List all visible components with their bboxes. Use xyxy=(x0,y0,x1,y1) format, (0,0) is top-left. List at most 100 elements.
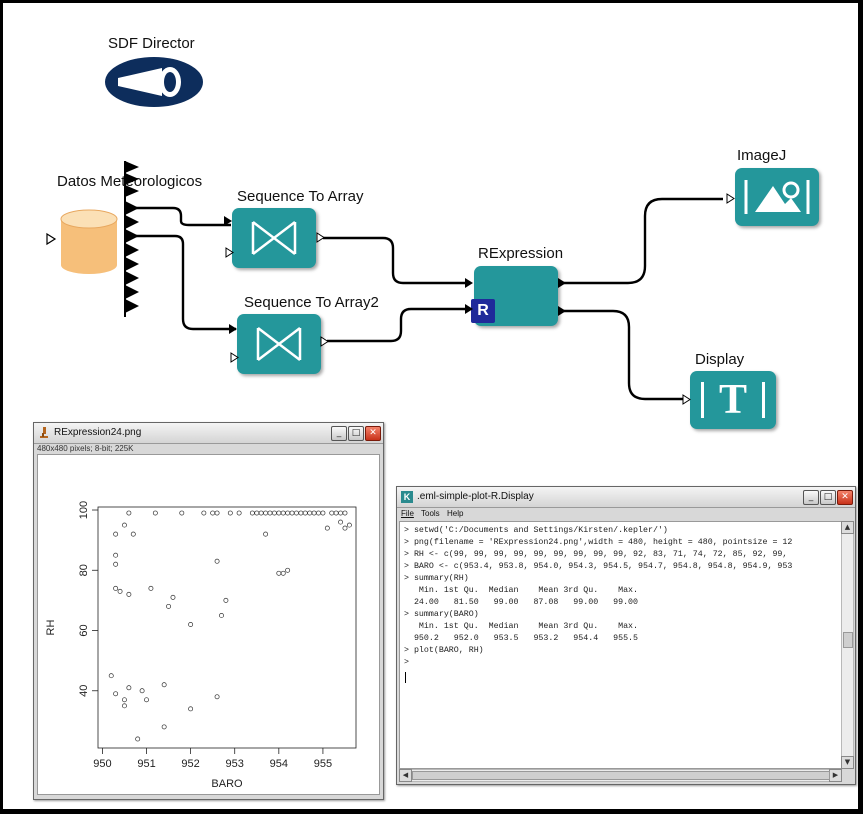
data-point xyxy=(342,525,348,531)
data-point xyxy=(148,585,154,591)
minimize-button[interactable]: _ xyxy=(331,426,347,441)
data-point xyxy=(210,510,216,516)
scroll-down-icon[interactable]: ▼ xyxy=(841,756,854,769)
data-point xyxy=(214,694,220,700)
rexpr-output2-port-icon xyxy=(558,306,566,316)
source-actor[interactable] xyxy=(43,161,139,317)
kepler-icon: K xyxy=(401,491,413,503)
data-point xyxy=(227,510,233,516)
data-point xyxy=(280,570,286,576)
data-point xyxy=(263,510,269,516)
data-point xyxy=(258,510,264,516)
data-point xyxy=(311,510,317,516)
data-point xyxy=(170,594,176,600)
display-window-titlebar[interactable]: K .eml-simple-plot-R.Display _ □ ✕ xyxy=(397,487,855,508)
seq1-label: Sequence To Array xyxy=(237,188,364,205)
scroll-thumb[interactable] xyxy=(412,771,830,780)
output-line: 24.00 81.50 99.00 87.08 99.00 99.00 xyxy=(404,598,639,607)
x-tick-label: 951 xyxy=(137,758,155,770)
scroll-up-icon[interactable]: ▲ xyxy=(841,521,854,534)
image-window-title: RExpression24.png xyxy=(54,427,142,438)
menu-file[interactable]: File xyxy=(401,509,414,518)
data-point xyxy=(113,552,119,558)
output-ports-icon xyxy=(125,161,139,313)
rexpr-output-port-icon xyxy=(558,278,566,288)
plot-frame xyxy=(97,506,357,749)
data-point xyxy=(113,691,119,697)
seq2-input-port-icon xyxy=(229,324,237,334)
scroll-right-icon[interactable]: ▶ xyxy=(829,769,842,782)
scroll-left-icon[interactable]: ◀ xyxy=(399,769,412,782)
rexpr-input-port-icon xyxy=(465,278,473,288)
scroll-thumb[interactable] xyxy=(843,632,853,648)
seq2-actor[interactable] xyxy=(237,314,321,374)
data-point xyxy=(130,531,136,537)
sequence-to-array-icon xyxy=(251,221,297,255)
data-point xyxy=(298,510,304,516)
horizontal-scrollbar[interactable]: ◀ ▶ xyxy=(399,769,842,782)
output-line: > summary(RH) xyxy=(404,574,469,583)
close-button[interactable]: ✕ xyxy=(837,490,853,505)
data-point xyxy=(236,510,242,516)
rexpr-input2-port-icon xyxy=(465,304,473,314)
seq2-label: Sequence To Array2 xyxy=(244,294,379,311)
data-point xyxy=(161,724,167,730)
output-line: > plot(BARO, RH) xyxy=(404,646,484,655)
wire-rexpr-to-display xyxy=(561,309,683,401)
image-window-titlebar[interactable]: RExpression24.png _ □ ✕ xyxy=(34,423,383,444)
vertical-scrollbar[interactable]: ▲ ▼ xyxy=(841,521,854,769)
seq1-trigger-port-icon xyxy=(225,247,234,258)
seq1-output-port-icon xyxy=(316,232,325,243)
database-icon xyxy=(60,209,118,274)
output-line: > png(filename = 'RExpression24.png',wid… xyxy=(404,538,793,547)
menu-tools[interactable]: Tools xyxy=(421,509,440,518)
data-point xyxy=(214,510,220,516)
seq1-actor[interactable] xyxy=(232,208,316,268)
data-point xyxy=(144,697,149,703)
data-point xyxy=(316,510,321,516)
close-button[interactable]: ✕ xyxy=(365,426,381,441)
director-icon[interactable] xyxy=(104,56,204,108)
data-point xyxy=(342,510,348,516)
maximize-button[interactable]: □ xyxy=(348,426,364,441)
sequence-to-array-icon xyxy=(256,327,302,361)
data-point xyxy=(152,510,158,516)
menu-help[interactable]: Help xyxy=(447,509,464,518)
data-point xyxy=(324,525,330,531)
y-tick-label: 80 xyxy=(78,564,90,576)
seq2-trigger-port-icon xyxy=(230,352,239,363)
workflow-connections xyxy=(127,197,723,401)
data-point xyxy=(113,585,119,591)
y-tick-label: 100 xyxy=(78,501,90,519)
output-line: > RH <- c(99, 99, 99, 99, 99, 99, 99, 99… xyxy=(404,550,788,559)
data-point xyxy=(280,510,286,516)
maximize-button[interactable]: □ xyxy=(820,490,836,505)
microscope-icon xyxy=(40,427,48,438)
x-tick-label: 955 xyxy=(314,758,332,770)
data-point xyxy=(267,510,273,516)
minimize-button[interactable]: _ xyxy=(803,490,819,505)
output-line: Min. 1st Qu. Median Mean 3rd Qu. Max. xyxy=(404,586,639,595)
wire-seq2-to-rexpr xyxy=(327,307,469,343)
data-point xyxy=(294,510,299,516)
x-tick-label: 950 xyxy=(93,758,111,770)
data-point xyxy=(219,612,224,618)
output-line: > summary(BARO) xyxy=(404,610,479,619)
data-point xyxy=(346,522,352,528)
imagej-label: ImageJ xyxy=(737,147,787,164)
display-window-title: .eml-simple-plot-R.Display xyxy=(417,491,534,502)
image-viewer-window: RExpression24.png _ □ ✕ 480x480 pixels; … xyxy=(33,422,384,800)
x-tick-label: 953 xyxy=(226,758,244,770)
display-actor[interactable]: T xyxy=(690,371,776,429)
wire-source-to-seq1 xyxy=(127,206,231,227)
data-point xyxy=(126,685,132,691)
data-point xyxy=(126,510,132,516)
data-point xyxy=(276,510,282,516)
x-tick-label: 954 xyxy=(270,758,288,770)
imagej-actor[interactable] xyxy=(735,168,819,226)
data-point xyxy=(179,510,185,516)
y-tick-label: 40 xyxy=(78,685,90,697)
data-point xyxy=(201,510,207,516)
data-point xyxy=(161,682,167,688)
output-text-area[interactable]: > setwd('C:/Documents and Settings/Kirst… xyxy=(399,521,842,769)
